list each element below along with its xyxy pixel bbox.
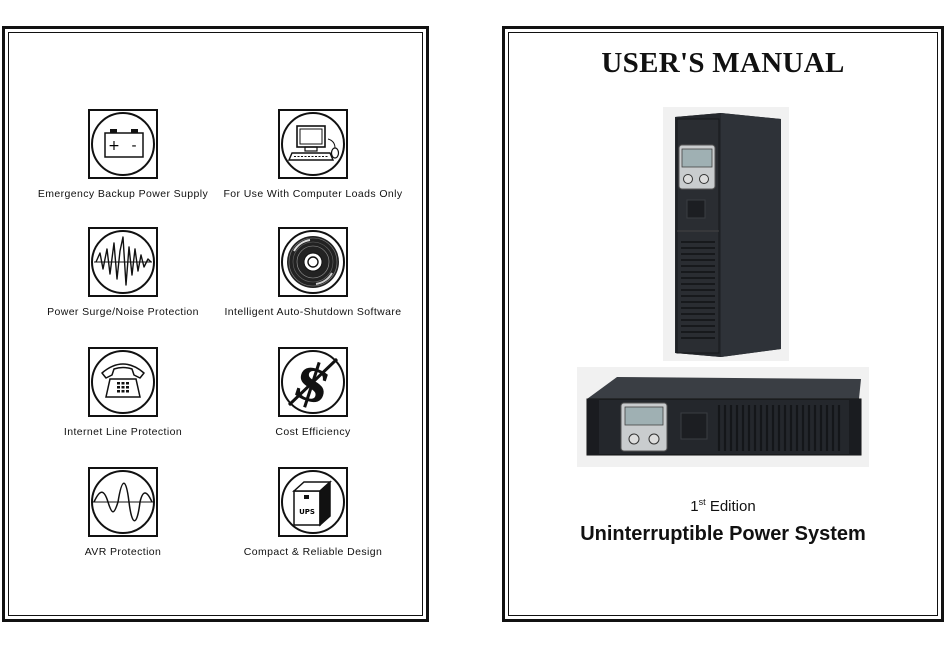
feature-surge-protection: Power Surge/Noise Protection xyxy=(18,227,228,318)
ups-box-icon: UPS xyxy=(281,470,345,534)
surge-wave-icon xyxy=(91,230,155,294)
telephone-icon xyxy=(91,350,155,414)
cd-disc-icon-frame xyxy=(278,227,348,297)
feature-auto-shutdown: Intelligent Auto-Shutdown Software xyxy=(208,227,418,318)
feature-label: Compact & Reliable Design xyxy=(243,546,383,558)
rack-ups-image xyxy=(577,367,869,467)
sine-wave-icon xyxy=(91,470,155,534)
feature-label: Cost Efficiency xyxy=(275,426,351,438)
feature-avr-protection: AVR Protection xyxy=(18,467,228,558)
edition-line: 1st Edition xyxy=(505,497,941,515)
computer-icon-frame xyxy=(278,109,348,179)
manual-title: USER'S MANUAL xyxy=(601,47,845,79)
feature-internet-line: Internet Line Protection xyxy=(18,347,228,438)
left-page: + - Emergency Backup Power Supply For Us… xyxy=(2,26,429,622)
dollar-sign-icon-frame: $ xyxy=(278,347,348,417)
feature-label: AVR Protection xyxy=(84,546,162,558)
svg-text:UPS: UPS xyxy=(299,508,315,516)
feature-label: Internet Line Protection xyxy=(63,426,183,438)
feature-cost-efficiency: $ Cost Efficiency xyxy=(208,347,418,438)
svg-text:-: - xyxy=(131,138,136,154)
edition-word: Edition xyxy=(709,498,756,515)
cd-disc-icon xyxy=(281,230,345,294)
edition-suffix: st xyxy=(698,497,706,507)
feature-computer-loads: For Use With Computer Loads Only xyxy=(208,109,418,200)
tower-ups-image xyxy=(663,107,789,361)
feature-label: Power Surge/Noise Protection xyxy=(47,306,199,318)
surge-wave-icon-frame xyxy=(88,227,158,297)
feature-label: Emergency Backup Power Supply xyxy=(37,188,209,200)
ups-box-icon-frame: UPS xyxy=(278,467,348,537)
feature-compact-design: UPS Compact & Reliable Design xyxy=(208,467,418,558)
dollar-sign-icon: $ xyxy=(281,349,345,415)
edition-number: 1 xyxy=(690,498,699,515)
svg-text:$: $ xyxy=(286,349,339,415)
computer-icon xyxy=(281,112,345,176)
battery-icon-frame: + - xyxy=(88,109,158,179)
feature-label: Intelligent Auto-Shutdown Software xyxy=(224,306,402,318)
feature-label: For Use With Computer Loads Only xyxy=(223,188,403,200)
feature-emergency-backup: + - Emergency Backup Power Supply xyxy=(18,109,228,200)
sine-wave-icon-frame xyxy=(88,467,158,537)
right-page: USER'S MANUAL xyxy=(502,26,944,622)
system-title: Uninterruptible Power System xyxy=(580,523,866,545)
telephone-icon-frame xyxy=(88,347,158,417)
svg-text:+: + xyxy=(108,138,120,154)
battery-icon: + - xyxy=(91,112,155,176)
